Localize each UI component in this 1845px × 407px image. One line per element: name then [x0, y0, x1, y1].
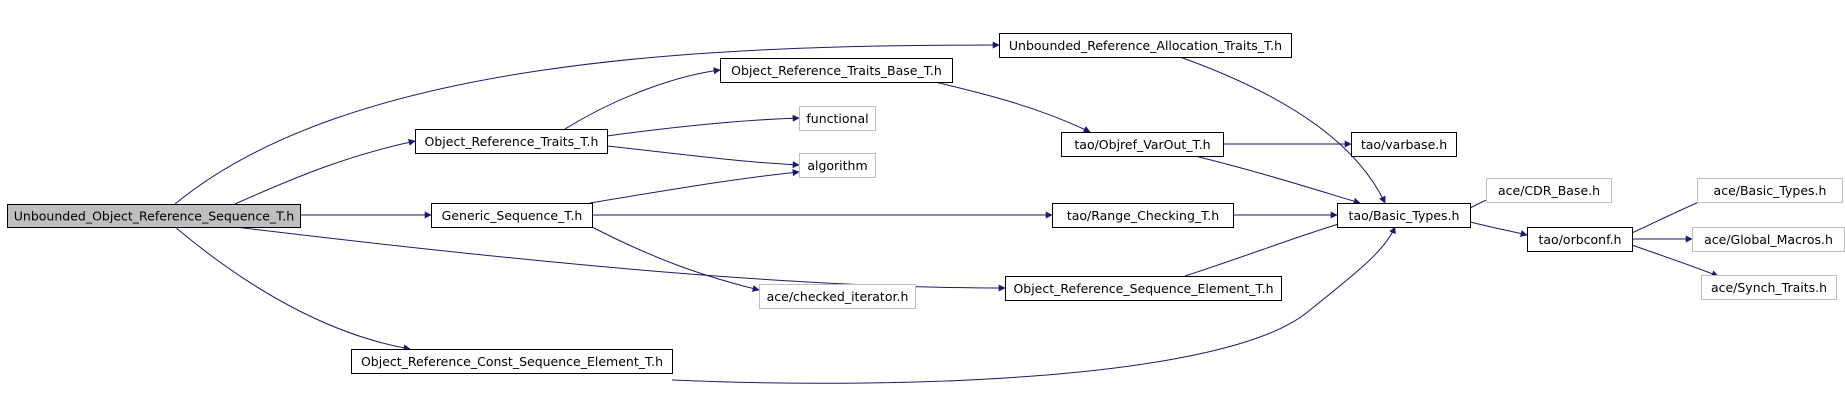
- node-globalm: ace/Global_Macros.h: [1692, 227, 1845, 252]
- edge-taobasic-to-orbconf: [1469, 221, 1528, 237]
- node-box: [351, 349, 673, 374]
- node-box: [1701, 275, 1837, 300]
- node-taobasic[interactable]: tao/Basic_Types.h: [1337, 203, 1471, 228]
- node-orbconf[interactable]: tao/orbconf.h: [1527, 227, 1633, 252]
- edge-line: [934, 81, 1091, 133]
- node-box: [415, 129, 608, 154]
- node-label: ace/Synch_Traits.h: [1711, 280, 1827, 295]
- edge-line: [234, 226, 1006, 292]
- node-box: [431, 203, 593, 228]
- node-label: Unbounded_Reference_Allocation_Traits_T.…: [1009, 38, 1282, 53]
- edge-root-to-ort: [234, 138, 416, 205]
- edge-root-to-orse: [234, 226, 1006, 292]
- node-label: Object_Reference_Traits_Base_T.h: [731, 63, 942, 78]
- edge-ort-to-algorithm: [606, 145, 800, 169]
- node-label: Generic_Sequence_T.h: [442, 208, 583, 223]
- node-label: ace/Basic_Types.h: [1714, 183, 1827, 198]
- node-label: ace/Global_Macros.h: [1704, 232, 1833, 247]
- edge-orcse-to-taobasic: [671, 226, 1396, 384]
- node-orcse[interactable]: Object_Reference_Const_Sequence_Element_…: [351, 349, 673, 374]
- edge-line: [591, 226, 760, 292]
- edge-line: [1469, 221, 1528, 237]
- node-box: [799, 153, 876, 178]
- edge-line: [174, 226, 411, 352]
- edge-line: [174, 41, 1000, 205]
- node-label: tao/Objref_VarOut_T.h: [1074, 137, 1210, 152]
- node-functional: functional: [799, 106, 876, 131]
- node-box: [1697, 178, 1843, 203]
- edge-line: [1194, 155, 1361, 205]
- edge-line: [1179, 56, 1386, 204]
- edge-line: [234, 138, 416, 205]
- node-acebasic: ace/Basic_Types.h: [1697, 178, 1843, 203]
- node-box: [720, 58, 953, 83]
- node-checked: ace/checked_iterator.h: [759, 284, 916, 309]
- edge-generic-to-algorithm: [589, 169, 800, 204]
- node-box: [1692, 227, 1845, 252]
- node-box: [1052, 203, 1234, 228]
- node-box: [999, 33, 1292, 58]
- nodes: Unbounded_Object_Reference_Sequence_T.h U…: [7, 33, 1845, 374]
- edge-ortb-to-objref: [934, 81, 1091, 133]
- edge-uralloc-to-taobasic: [1179, 56, 1386, 204]
- node-generic[interactable]: Generic_Sequence_T.h: [431, 203, 593, 228]
- edge-ort-to-functional: [606, 114, 800, 137]
- node-box: [1351, 132, 1457, 157]
- node-objref[interactable]: tao/Objref_VarOut_T.h: [1061, 132, 1224, 157]
- node-orse[interactable]: Object_Reference_Sequence_Element_T.h: [1005, 276, 1282, 301]
- node-box: [799, 106, 876, 131]
- node-label: ace/checked_iterator.h: [767, 289, 909, 304]
- edge-objref-to-taobasic: [1194, 155, 1361, 205]
- edge-line: [1631, 244, 1719, 277]
- node-ort[interactable]: Object_Reference_Traits_T.h: [415, 129, 608, 154]
- node-range[interactable]: tao/Range_Checking_T.h: [1052, 203, 1234, 228]
- edge-line: [671, 226, 1396, 384]
- node-label: algorithm: [807, 158, 867, 173]
- node-label: Object_Reference_Sequence_Element_T.h: [1013, 281, 1273, 296]
- node-label: tao/orbconf.h: [1539, 232, 1622, 247]
- node-label: tao/Basic_Types.h: [1349, 208, 1460, 223]
- edge-line: [564, 67, 721, 130]
- node-uralloc[interactable]: Unbounded_Reference_Allocation_Traits_T.…: [999, 33, 1292, 58]
- node-box: [7, 204, 301, 228]
- node-algorithm: algorithm: [799, 153, 876, 178]
- edge-root-to-uralloc: [174, 41, 1000, 205]
- node-varbase[interactable]: tao/varbase.h: [1351, 132, 1457, 157]
- node-box: [1061, 132, 1224, 157]
- edge-orbconf-to-synch: [1631, 244, 1719, 277]
- node-box: [759, 284, 916, 309]
- node-box: [1005, 276, 1282, 301]
- node-label: Object_Reference_Const_Sequence_Element_…: [361, 354, 663, 369]
- node-label: ace/CDR_Base.h: [1498, 183, 1600, 198]
- node-label: tao/varbase.h: [1361, 137, 1447, 152]
- node-label: functional: [806, 111, 868, 126]
- edge-generic-to-checked: [591, 226, 760, 292]
- node-label: Object_Reference_Traits_T.h: [425, 134, 599, 149]
- edge-root-to-orcse: [174, 226, 411, 352]
- node-label: Unbounded_Object_Reference_Sequence_T.h: [14, 209, 294, 224]
- edge-line: [606, 145, 800, 169]
- edge-ort-to-ortb: [564, 67, 721, 130]
- edge-line: [606, 114, 800, 137]
- node-root[interactable]: Unbounded_Object_Reference_Sequence_T.h: [7, 204, 301, 228]
- node-synch: ace/Synch_Traits.h: [1701, 275, 1837, 300]
- node-box: [1486, 178, 1612, 203]
- node-box: [1527, 227, 1633, 252]
- edge-line: [589, 169, 800, 204]
- edge-orse-to-taobasic: [1184, 218, 1353, 277]
- edges: [174, 41, 1719, 384]
- node-ortb[interactable]: Object_Reference_Traits_Base_T.h: [720, 58, 953, 83]
- node-cdr: ace/CDR_Base.h: [1486, 178, 1612, 203]
- node-label: tao/Range_Checking_T.h: [1067, 208, 1219, 223]
- node-box: [1337, 203, 1471, 228]
- edge-line: [1184, 218, 1353, 277]
